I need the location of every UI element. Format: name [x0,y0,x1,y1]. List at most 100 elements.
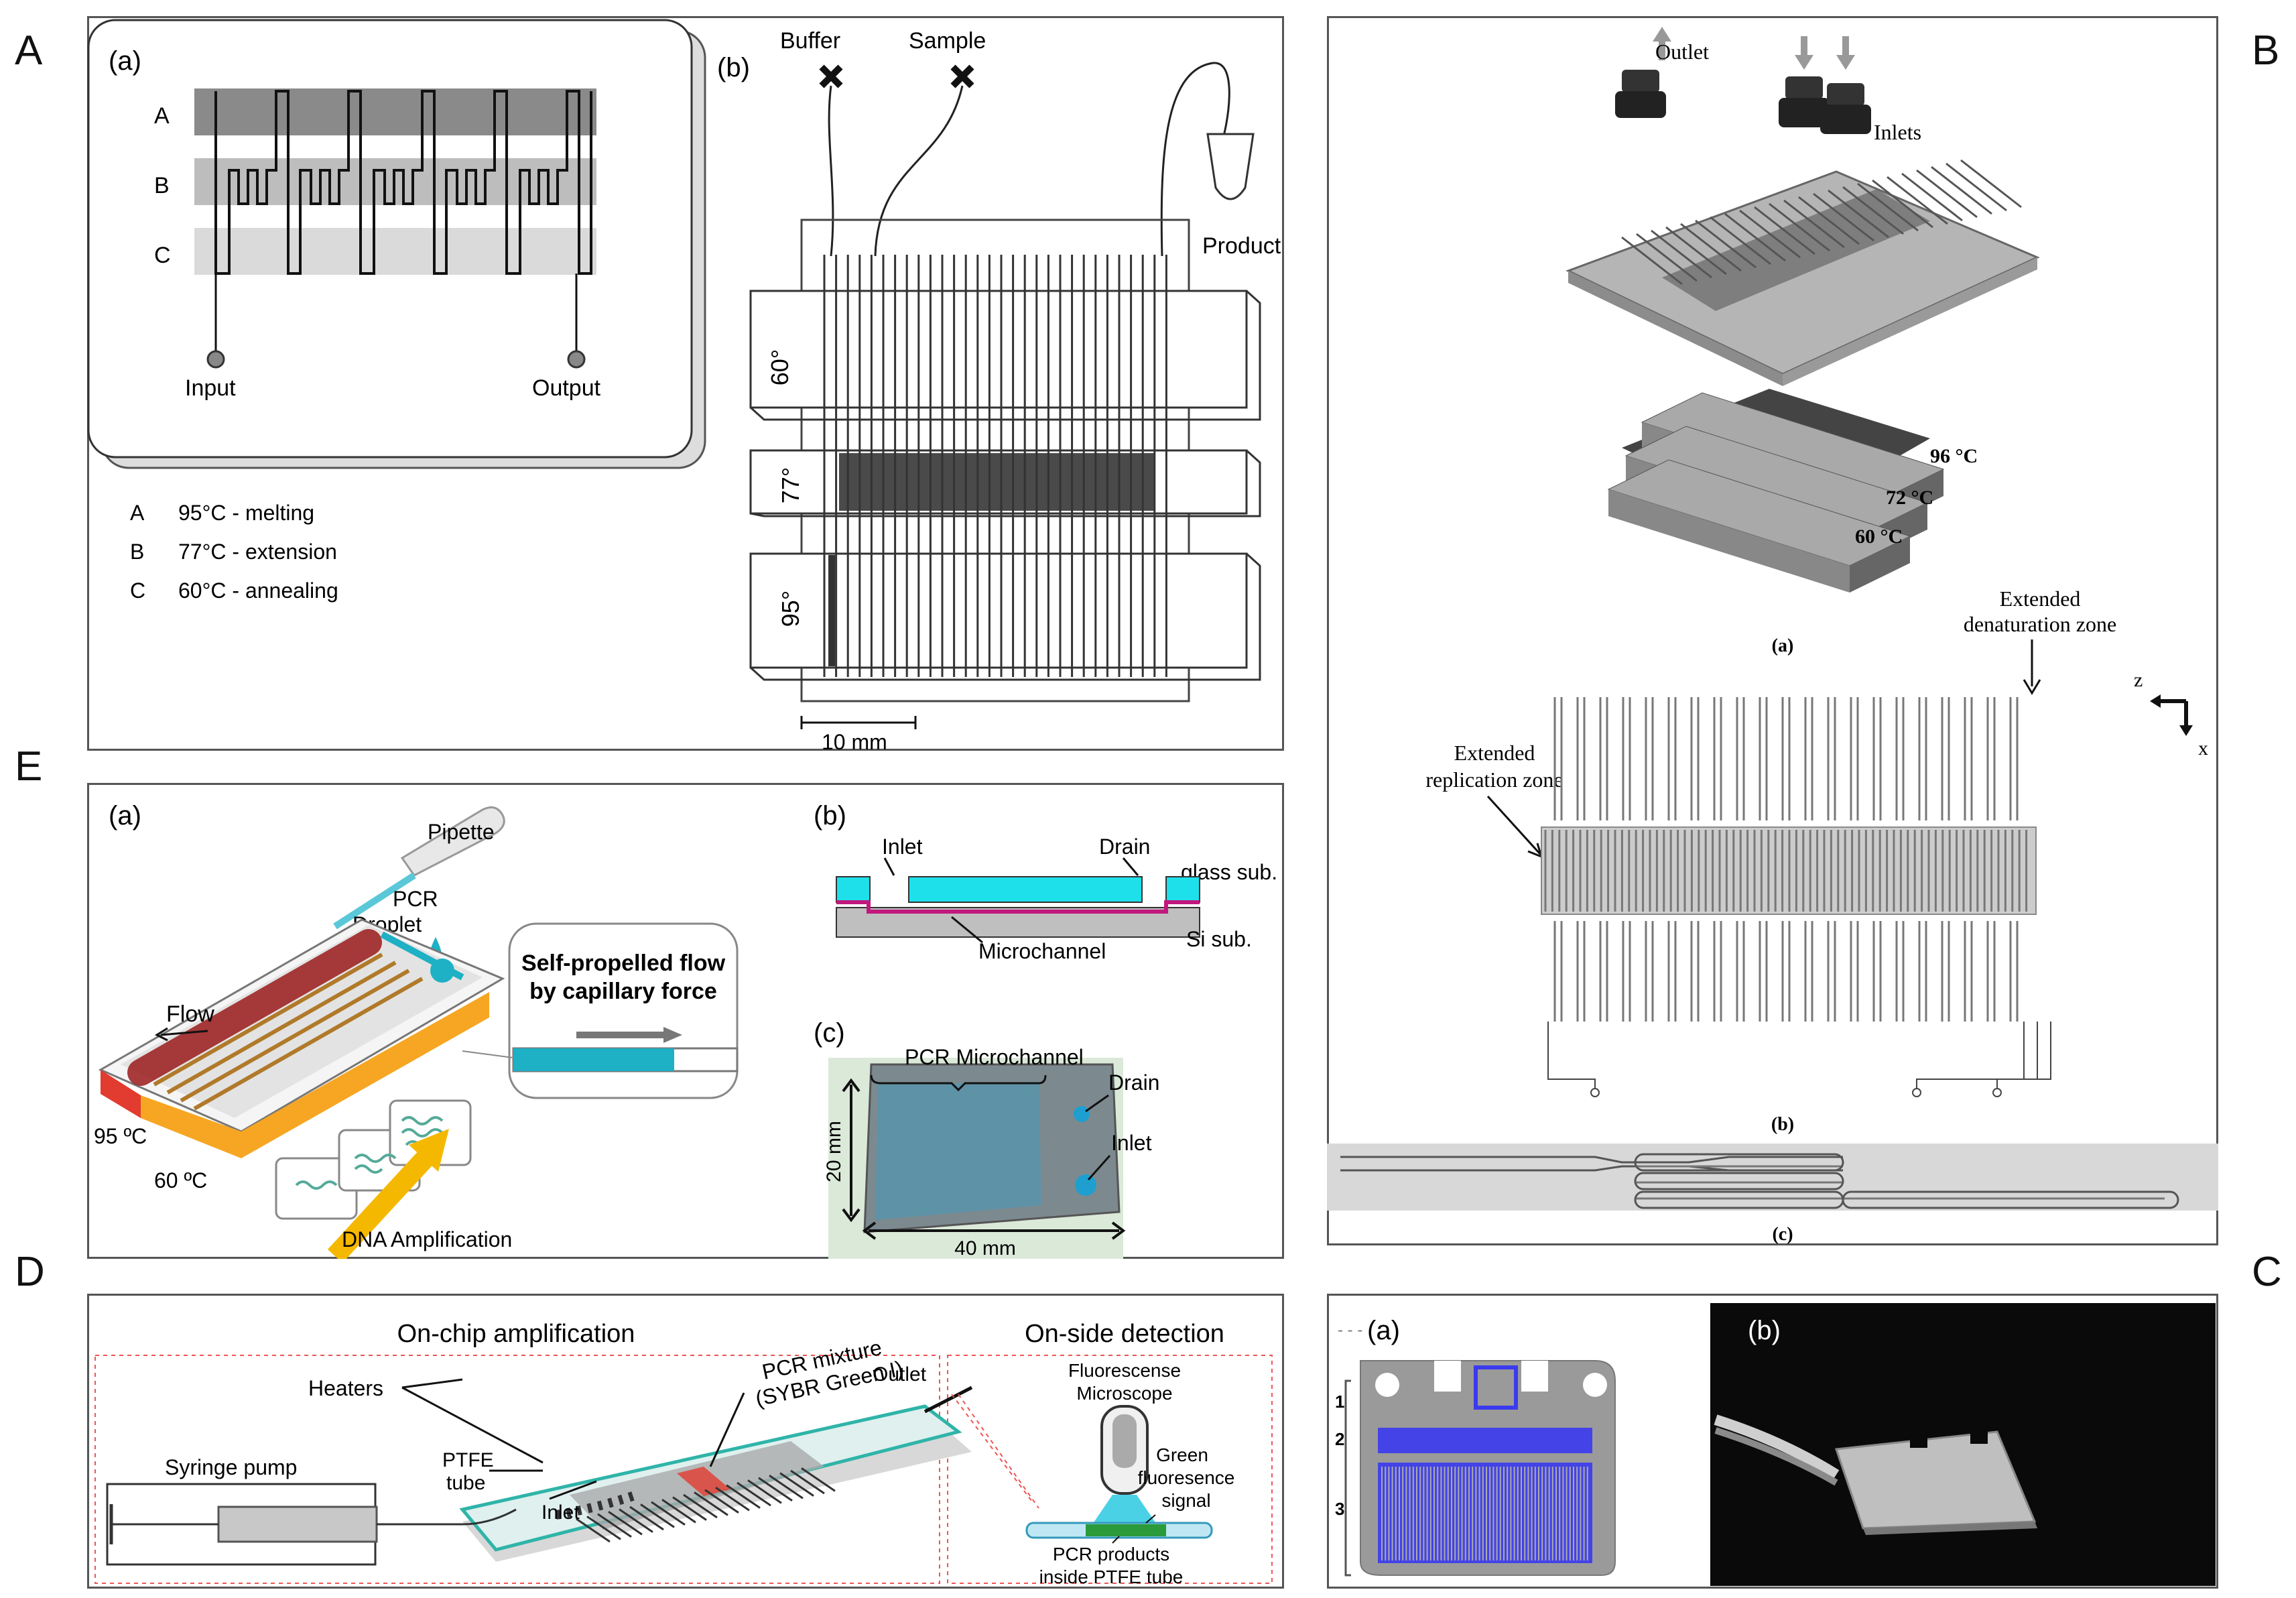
temp-77: 77° [777,467,804,503]
product-label: Product [1202,233,1281,259]
output-label: Output [532,375,601,401]
tweezers-icon [1714,1414,1840,1479]
inlet-port-1 [1779,98,1830,127]
serpentine-channel [214,90,592,275]
zone-a-label: A [154,103,170,129]
temp-60: 60° [766,349,793,385]
caption-a: (a) [1772,635,1794,656]
onchip-title: On-chip amplification [397,1320,635,1348]
green-3: signal [1161,1490,1210,1511]
buffer-valve [819,64,843,88]
pipette-label: Pipette [428,820,495,844]
panel-c-figure: - - - (a) 1 2 3 (b) [1335,1303,2216,1586]
repl-label-2: replication zone [1425,767,1563,792]
label-a: (a) [109,46,141,76]
temp-96: 96 °C [1930,445,1978,467]
product-tube [1206,133,1255,200]
panel-e-figure: (a) Pipette PCR Droplet Flow 95 ºC 60 ºC… [94,801,1277,1259]
flow-label: Flow [166,1001,214,1027]
panel-letter-a: A [15,27,43,74]
axis-x: x [2198,737,2208,759]
label-e-a: (a) [109,801,141,831]
fluo-1: Fluorescense [1068,1360,1181,1381]
prod-1: PCR products [1053,1544,1169,1564]
glass-substrate [908,876,1143,903]
green-1: Green [1156,1445,1208,1465]
ptfe-1: PTFE [442,1449,494,1471]
c-dash: - - - [1338,1321,1362,1339]
drain-c-label: Drain [1108,1070,1159,1095]
legend-key-b: B [130,540,144,564]
c-num-3: 3 [1335,1499,1344,1519]
panel-letter-d: D [15,1249,45,1295]
dim-40: 40 mm [954,1237,1016,1259]
temp-60b: 60 °C [1855,526,1903,548]
inlet-b-label: Inlet [882,835,923,859]
panel-letter-c: C [2252,1249,2282,1295]
denat-label-1: Extended [2000,587,2081,611]
panel-letter-e: E [15,743,43,790]
d-outlet-label: Outlet [873,1363,927,1386]
syringe-label: Syringe pump [165,1455,297,1479]
buffer-label: Buffer [780,28,840,54]
axis-z: z [2134,669,2143,691]
legend-text-c: 60°C - annealing [178,578,338,603]
microchannel-label: Microchannel [978,939,1106,963]
temp-95-e: 95 ºC [94,1124,147,1148]
panel-d-figure: On-chip amplification On-side detection … [94,1320,1273,1587]
zone-b-label: B [154,173,170,198]
zone-1 [1474,1365,1518,1410]
d-inlet-label: Inlet [541,1501,580,1524]
pipette-icon [333,806,505,930]
pcr-micro-label: PCR Microchannel [905,1045,1084,1069]
input-port [206,350,225,369]
legend-text-b: 77°C - extension [178,540,337,564]
green-2: fluoresence [1138,1467,1235,1488]
zone-2 [1378,1428,1592,1453]
inlet-c-label: Inlet [1111,1131,1152,1155]
panel-a-figure: (a) A B C Input Output A 95°C - melting … [87,19,1281,751]
temp-72: 72 °C [1886,487,1933,509]
ptfe-2: tube [446,1472,485,1494]
amplification-arrow [409,1129,449,1172]
zone-a-band [194,88,596,135]
legend-key-c: C [130,578,145,603]
channel-lines [823,255,1167,677]
pcr-label: PCR [393,887,438,911]
legend-text-a: 95°C - melting [178,501,314,525]
sample-label: Sample [909,28,986,54]
zone-c-band [194,228,596,275]
temp-95: 95° [777,591,804,627]
label-c-b: (b) [1748,1316,1781,1345]
output-port [567,350,586,369]
fluo-2: Microscope [1076,1383,1172,1404]
panel-b-figure: Outlet Inlets 96 °C 72 °C 60 °C (a) Exte… [1327,27,2218,1245]
caption-b: (b) [1771,1114,1794,1135]
panel-letter-b: B [2252,27,2280,74]
self-prop-2: by capillary force [529,979,717,1004]
block-77 [749,449,1261,517]
prod-2: inside PTFE tube [1039,1566,1184,1587]
outlet-port [1615,91,1666,118]
label-e-b: (b) [814,801,846,831]
sample-valve [950,64,974,88]
inlet-port-2 [1820,105,1871,134]
dna-label: DNA Amplification [342,1227,512,1251]
temp-60-e: 60 ºC [154,1168,207,1192]
legend-key-a: A [130,501,145,525]
caption-c: (c) [1772,1224,1793,1245]
repl-label-1: Extended [1454,741,1535,765]
denat-label-2: denaturation zone [1964,612,2116,636]
drain-b-label: Drain [1099,835,1150,859]
label-b: (b) [717,53,750,82]
self-prop-1: Self-propelled flow [521,950,726,976]
dim-20: 20 mm [823,1121,845,1182]
c-num-1: 1 [1335,1392,1344,1412]
label-e-c: (c) [814,1018,845,1048]
onside-title: On-side detection [1025,1320,1224,1348]
block-60 [749,290,1261,421]
scale-label: 10 mm [822,730,887,751]
outlet-label: Outlet [1655,40,1709,64]
inlets-label: Inlets [1874,120,1921,144]
c-num-2: 2 [1335,1429,1344,1449]
